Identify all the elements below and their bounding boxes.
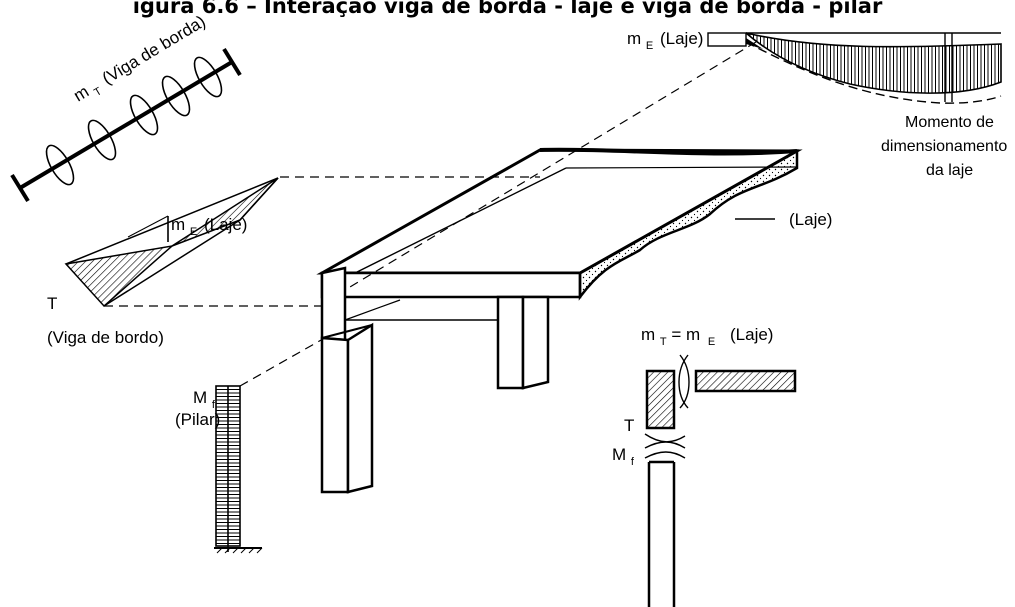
detail-t-label: T [624,416,634,435]
t-label-left: T [47,294,57,313]
eq-mt-main: m [641,325,655,344]
eq-equals: = m [671,325,700,344]
edge-beam-line [18,60,234,190]
momento-label-line1: Momento de [905,114,994,131]
me-top-rest: (Laje) [660,29,703,48]
detail-mf-sub: f [631,456,635,468]
svg-text:m T = m E: m T = m E (Laje) [641,325,773,349]
detail-mf-main: M [612,445,626,464]
edge-beam-end-right [222,47,242,77]
mt-label-rest: (Viga de borda) [99,12,209,88]
laje-label: (Laje) [789,210,832,229]
torsion-diagram-edge-beam: m E (Laje) [64,177,279,308]
slab-moment-diagram: m E (Laje) [627,29,1002,104]
me-top-main: m [627,29,641,48]
me-left-main: m [171,215,185,234]
me-top-sub: E [646,40,653,52]
mt-label-main: m [70,82,92,106]
mt-label-sub: T [92,85,104,99]
mf-main: M [193,388,207,407]
edge-beam-torsion-diagram: m T (Viga de borda) [10,12,242,203]
figure-title: igura 6.6 – Interação viga de borda - la… [132,0,883,18]
momento-label-line3: da laje [926,162,973,179]
momento-label-line2: dimensionamento [881,138,1007,155]
me-left-sub: E [190,226,197,238]
svg-text:M f: M f [193,388,216,411]
eq-me-sub: E [708,336,715,348]
me-left-rest: (Laje) [204,215,247,234]
eq-mt-sub: T [660,336,667,348]
svg-text:m E (Laje): m E (Laje) [627,29,703,53]
edge-beam-end-left [10,173,30,203]
projection-lines [104,41,757,387]
structure-3d [316,147,803,494]
svg-text:m T (Viga de borda: m T (Viga de borda) [70,12,211,110]
viga-bordo-label: (Viga de bordo) [47,328,164,347]
torsion-moment-arrows [45,56,223,186]
pilar-label: (Pilar) [175,410,220,429]
svg-text:M f: M f [612,445,635,468]
eq-laje: (Laje) [730,325,773,344]
mf-sub: f [212,399,216,411]
svg-text:m E (Laje): m E (Laje) [171,215,247,239]
detail-connection: m T = m E (Laje) T M f [612,325,797,607]
column-moment-diagram: M f (Pilar) [175,385,263,554]
